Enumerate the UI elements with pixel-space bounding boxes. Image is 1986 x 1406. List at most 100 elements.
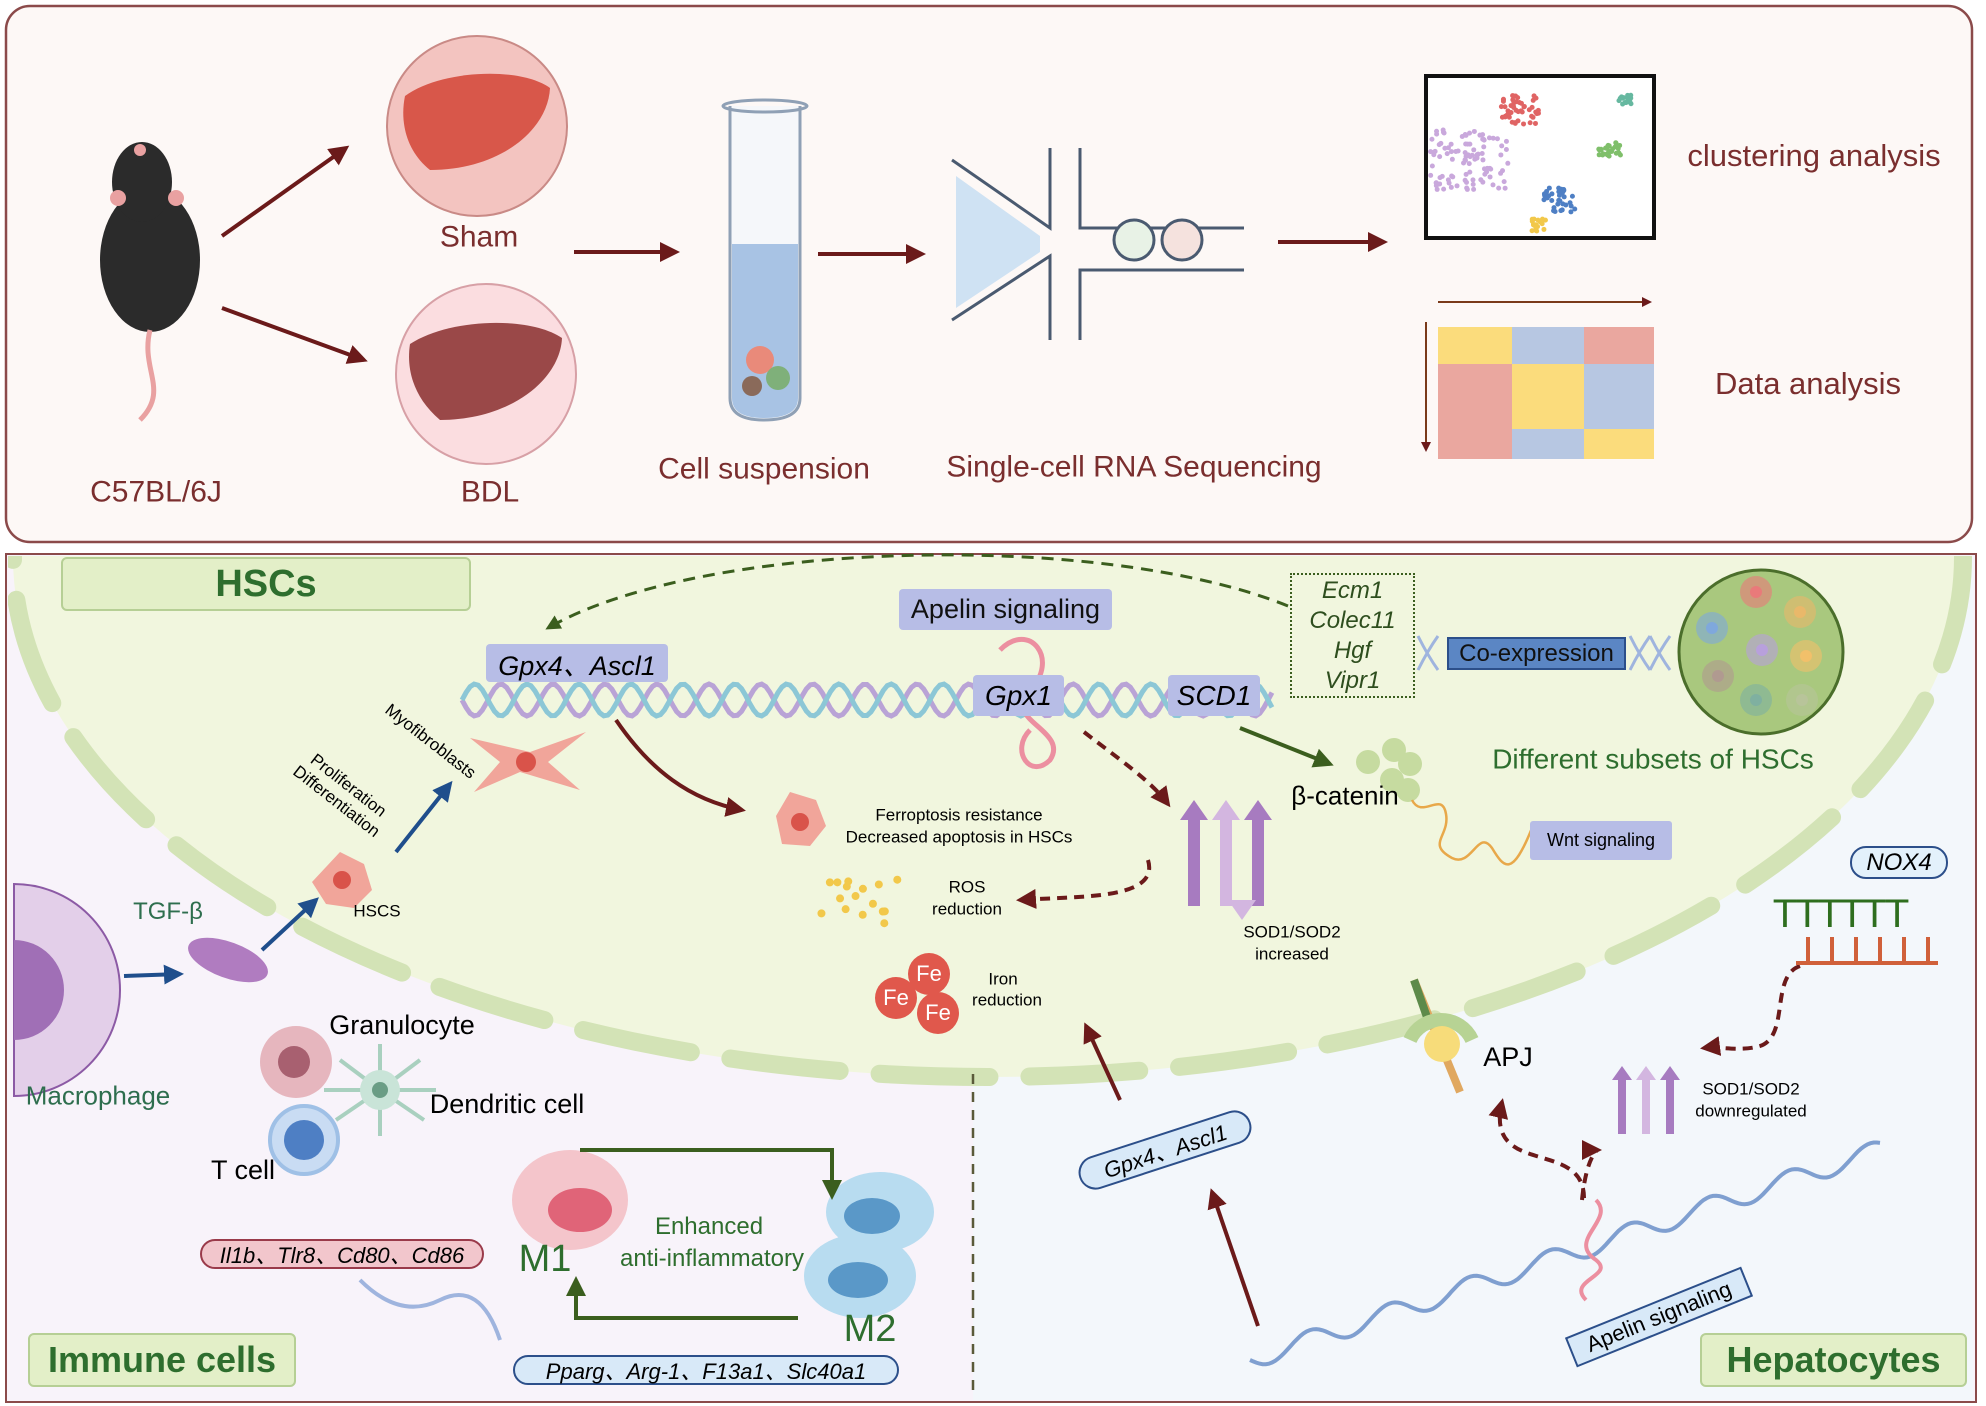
cluster-dot	[1462, 132, 1468, 138]
bdl-liver-icon	[395, 283, 577, 465]
cluster-dot	[1437, 154, 1443, 160]
label-beta-catenin: β-catenin	[1291, 780, 1399, 811]
label-t-cell: T cell	[210, 1155, 276, 1186]
cluster-dot	[1434, 186, 1440, 192]
cluster-dot	[1462, 150, 1468, 156]
cluster-dot	[1481, 144, 1487, 150]
cluster-dot	[1490, 182, 1496, 188]
cluster-dot	[1508, 110, 1514, 116]
cluster-dot	[1596, 147, 1602, 153]
sod-protein-icon	[1180, 800, 1272, 920]
cluster-dot	[1534, 228, 1540, 234]
cluster-dot	[1556, 185, 1562, 191]
gene-vipr1: Vipr1	[1324, 666, 1381, 694]
cluster-dot	[1429, 163, 1435, 169]
test-tube-icon	[721, 98, 809, 422]
hsc-subset-nucleus	[1706, 622, 1718, 634]
cluster-dot	[1437, 175, 1443, 181]
cluster-dot	[1440, 127, 1446, 133]
cluster-dot	[1544, 188, 1550, 194]
cluster-dot	[1442, 145, 1448, 151]
ros-dots	[817, 875, 902, 928]
cluster-dot	[1628, 101, 1634, 107]
cluster-dot	[1449, 173, 1455, 179]
label-dendritic-cell: Dendritic cell	[429, 1089, 585, 1120]
fe-label: Fe	[883, 984, 909, 1010]
gene-colec11: Colec11	[1309, 606, 1396, 634]
hscs-section-label: HSCs	[61, 557, 471, 611]
ros-dot	[874, 880, 883, 889]
cluster-dot	[1556, 197, 1562, 203]
ros-dot	[833, 878, 842, 887]
ros-dot	[842, 882, 851, 891]
tgf-beta-icon	[188, 937, 268, 983]
cluster-dot	[1569, 193, 1575, 199]
label-macrophage: Macrophage	[25, 1080, 171, 1111]
m1-gene-list: Il1b、Tlr8、Cd80、Cd86	[200, 1239, 484, 1269]
label-sod-down: SOD1/SOD2	[1702, 1079, 1800, 1099]
label-sham: Sham	[439, 220, 519, 254]
ros-dot	[880, 919, 889, 928]
cluster-dot	[1471, 147, 1477, 153]
cluster-dot	[1530, 114, 1536, 120]
apelin-signaling-label: Apelin signaling	[899, 589, 1112, 630]
cluster-dot	[1518, 108, 1524, 114]
gene-hgf: Hgf	[1333, 636, 1372, 664]
hsc-subset-nucleus	[1712, 670, 1724, 682]
label-sequencing: Single-cell RNA Sequencing	[946, 450, 1322, 484]
cluster-dot	[1498, 170, 1504, 176]
label-sod-downregulated: downregulated	[1695, 1101, 1807, 1121]
label-tgf-beta: TGF-β	[133, 897, 203, 925]
cluster-dot	[1604, 152, 1610, 158]
cluster-dot	[1551, 205, 1557, 211]
cluster-dot	[1445, 177, 1451, 183]
cluster-dot	[1510, 102, 1516, 108]
cluster-dot	[1615, 146, 1621, 152]
label-different-subsets: Different subsets of HSCs	[1492, 743, 1814, 775]
label-m1: M1	[518, 1238, 572, 1281]
cluster-dot	[1521, 104, 1527, 110]
label-ros: ROS	[948, 877, 986, 897]
ros-dot	[841, 905, 850, 914]
immune-cells-section-label: Immune cells	[28, 1333, 296, 1387]
cluster-dot	[1560, 188, 1566, 194]
label-iron-reduction: reduction	[972, 990, 1042, 1010]
cluster-dot	[1535, 110, 1541, 116]
mouse-icon	[100, 142, 200, 422]
microfluidic-chip-icon	[951, 148, 1244, 340]
label-granulocyte: Granulocyte	[329, 1010, 475, 1041]
fe-label: Fe	[925, 999, 951, 1025]
label-cell-suspension: Cell suspension	[658, 452, 870, 486]
cluster-dot	[1464, 186, 1470, 192]
cluster-dot	[1546, 185, 1552, 191]
cluster-dot	[1529, 228, 1535, 234]
cluster-dot	[1600, 152, 1606, 158]
cluster-dot	[1454, 183, 1460, 189]
cluster-dot	[1502, 185, 1508, 191]
cluster-dot	[1568, 203, 1574, 209]
dendritic-cell-icon	[324, 1044, 436, 1136]
label-ros-reduction: reduction	[932, 899, 1002, 919]
cluster-dot	[1480, 157, 1486, 163]
ros-dot	[880, 907, 889, 916]
inhibition-bars	[1796, 937, 1938, 965]
hsc-subset-nucleus	[1794, 606, 1806, 618]
label-bdl: BDL	[460, 475, 520, 509]
label-ferroptosis: Ferroptosis resistance	[875, 805, 1043, 825]
cluster-dot	[1620, 101, 1626, 107]
cluster-dot	[1494, 136, 1500, 142]
ros-dot	[825, 878, 834, 887]
hsc-subset-nucleus	[1756, 644, 1768, 656]
cluster-dot	[1620, 95, 1626, 101]
cluster-dot	[1470, 177, 1476, 183]
gene-scd1: SCD1	[1168, 675, 1260, 716]
cluster-dot	[1531, 93, 1537, 99]
label-m2: M2	[843, 1308, 897, 1351]
cluster-dot	[1471, 186, 1477, 192]
cluster-dot	[1477, 132, 1483, 138]
cluster-dot	[1503, 138, 1509, 144]
label-apj: APJ	[1483, 1042, 1533, 1073]
cluster-dot	[1448, 149, 1454, 155]
sod-protein-icon	[1612, 1066, 1680, 1134]
